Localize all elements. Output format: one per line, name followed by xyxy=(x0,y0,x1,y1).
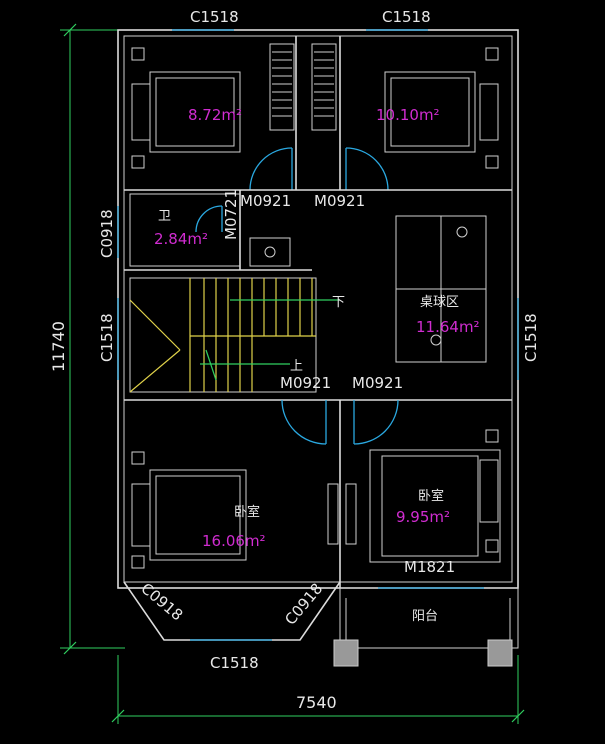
bedroom-bottom-left xyxy=(131,451,339,569)
stair-down-label: 下 xyxy=(332,295,345,310)
label-door-bath: M0721 xyxy=(222,189,240,240)
bay-window xyxy=(123,581,341,641)
label-door-balcony: M1821 xyxy=(404,558,455,576)
label-door-right-mid: M0921 xyxy=(352,374,403,392)
label-door-right-top: M0921 xyxy=(314,192,365,210)
name-bathroom: 卫 xyxy=(158,209,171,224)
windows xyxy=(117,29,519,380)
label-window-table: C1518 xyxy=(522,313,540,362)
staircase xyxy=(129,277,340,393)
name-table-area: 桌球区 xyxy=(420,295,459,310)
name-bedroom-bottom-left: 卧室 xyxy=(234,504,260,520)
area-bedroom-top-left: 8.72m² xyxy=(188,106,242,124)
label-window-diag-left: C0918 xyxy=(137,579,186,624)
label-door-left-mid: M0921 xyxy=(280,374,331,392)
label-window-bath: C0918 xyxy=(98,209,116,258)
name-balcony: 阳台 xyxy=(412,609,438,624)
area-bathroom: 2.84m² xyxy=(154,230,208,248)
name-bedroom-bottom-right: 卧室 xyxy=(418,488,444,504)
label-window-stair: C1518 xyxy=(98,313,116,362)
top-bedrooms xyxy=(123,35,513,191)
label-door-left-top: M0921 xyxy=(240,192,291,210)
dimension-height: 11740 xyxy=(49,321,68,372)
dimension-width: 7540 xyxy=(296,693,337,712)
area-table-area: 11.64m² xyxy=(416,318,480,336)
area-bedroom-bottom-left: 16.06m² xyxy=(202,532,266,550)
table-tennis-area xyxy=(395,215,487,363)
label-window-bottom: C1518 xyxy=(210,654,259,672)
label-window-diag-right: C0918 xyxy=(281,580,326,629)
label-window-top-left: C1518 xyxy=(190,8,239,26)
bathroom xyxy=(124,190,312,271)
dimension-lines xyxy=(60,23,525,724)
area-bedroom-top-right: 10.10m² xyxy=(376,106,440,124)
bedroom-bottom-right xyxy=(345,429,501,563)
balcony xyxy=(333,587,519,667)
stair-up-label: 上 xyxy=(290,359,303,374)
area-bedroom-bottom-right: 9.95m² xyxy=(396,508,450,526)
label-window-top-right: C1518 xyxy=(382,8,431,26)
